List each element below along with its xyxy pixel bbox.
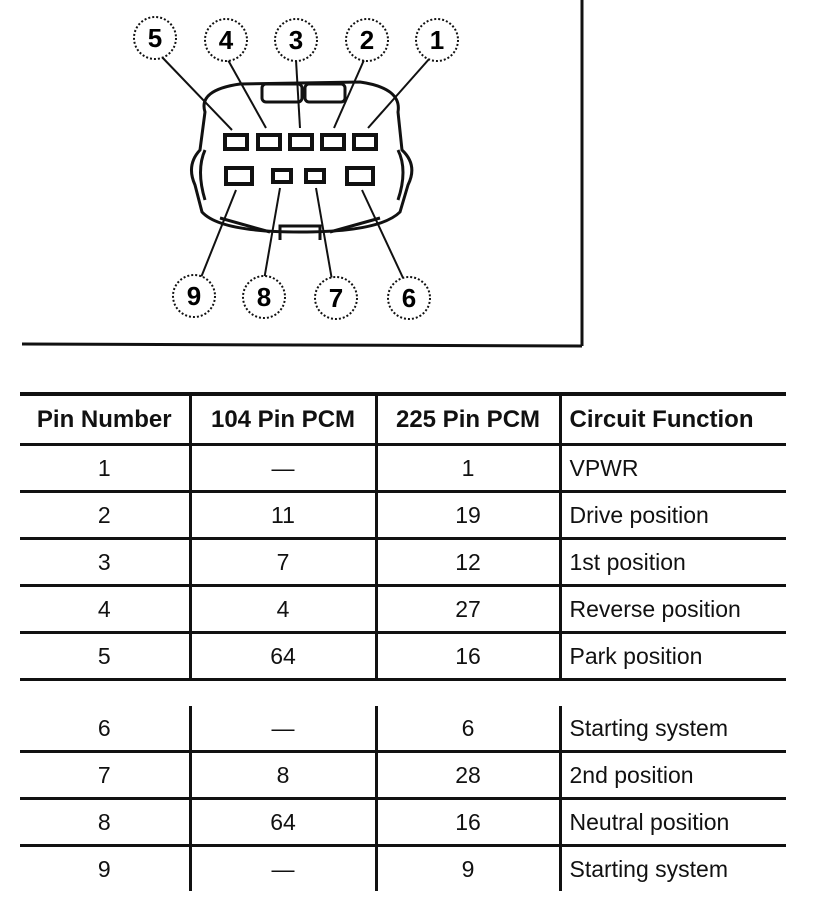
- cell-function: Starting system: [569, 855, 729, 882]
- table-row: 9 — 9 Starting system: [20, 845, 786, 891]
- cell-function: Neutral position: [560, 798, 786, 847]
- cell-pin: 3: [20, 538, 192, 587]
- cell-104: 11: [190, 491, 378, 540]
- cell-104: —: [190, 444, 378, 493]
- table-row: 7 8 28 2nd position: [20, 751, 786, 800]
- cell-225: 27: [376, 585, 562, 634]
- pin-label: 2: [360, 25, 374, 55]
- cell-225: 16: [376, 632, 562, 681]
- pin-callout-3: 3: [274, 18, 318, 62]
- pin-callout-8: 8: [242, 275, 286, 319]
- leader-lines: [159, 54, 431, 281]
- cell-104: 64: [190, 632, 378, 681]
- pin-callout-2: 2: [345, 18, 389, 62]
- cell-function: Park position: [560, 632, 786, 681]
- cell-pin: 9: [20, 845, 192, 891]
- cell-104: 4: [190, 585, 378, 634]
- cell-pin: 6: [20, 706, 192, 753]
- table-row: 8 64 16 Neutral position: [20, 798, 786, 847]
- pin-label: 8: [257, 282, 271, 312]
- cell-function: 1st position: [560, 538, 786, 587]
- connector-diagram: 5 4 3 2 1 9 8 7: [21, 0, 584, 348]
- cell-225: 1: [376, 444, 562, 493]
- pin-callout-4: 4: [204, 18, 248, 62]
- cell-225: 28: [376, 751, 562, 800]
- pin-label: 5: [148, 23, 162, 53]
- pin-callout-5: 5: [133, 16, 177, 60]
- pin-label: 9: [187, 281, 201, 311]
- pin-callout-9: 9: [172, 274, 216, 318]
- pin-table-top: Pin Number 104 Pin PCM 225 Pin PCM Circu…: [20, 392, 786, 681]
- pin-label: 1: [430, 25, 444, 55]
- cell-pin: 5: [20, 632, 192, 681]
- pin-callout-6: 6: [387, 276, 431, 320]
- cell-pin: 7: [20, 751, 192, 800]
- cell-pin: 2: [20, 491, 192, 540]
- table-row: 6 — 6 Starting system: [20, 706, 786, 753]
- table-row: 4 4 27 Reverse position: [20, 585, 786, 634]
- pin-callout-1: 1: [415, 18, 459, 62]
- cell-function: VPWR: [560, 444, 786, 493]
- cell-104: 64: [190, 798, 378, 847]
- pin-table-bottom: 6 — 6 Starting system 7 8 28 2nd positio…: [20, 706, 786, 891]
- cell-225: 9: [376, 845, 562, 891]
- cell-pin: 4: [20, 585, 192, 634]
- pin-label: 6: [402, 283, 416, 313]
- pin-label: 7: [329, 283, 343, 313]
- cell-104: —: [190, 706, 378, 753]
- pin-label: 4: [219, 25, 234, 55]
- table-row: 1 — 1 VPWR: [20, 444, 786, 493]
- cell-pin: 1: [20, 444, 192, 493]
- terminal-slots: [223, 133, 378, 186]
- table-row: 3 7 12 1st position: [20, 538, 786, 587]
- table-row: 2 11 19 Drive position: [20, 491, 786, 540]
- cell-225: 19: [376, 491, 562, 540]
- connector-body: [189, 80, 414, 240]
- header-225-pin: 225 Pin PCM: [376, 394, 562, 446]
- cell-104: —: [190, 845, 378, 891]
- header-104-pin: 104 Pin PCM: [190, 394, 378, 446]
- table-row: 5 64 16 Park position: [20, 632, 786, 681]
- cell-225: 16: [376, 798, 562, 847]
- cell-104: 8: [190, 751, 378, 800]
- cell-pin: 8: [20, 798, 192, 847]
- cell-function: 2nd position: [560, 751, 786, 800]
- cell-225: 12: [376, 538, 562, 587]
- cell-225: 6: [376, 706, 562, 753]
- cell-function: Starting system: [560, 706, 786, 753]
- header-circuit-function: Circuit Function: [560, 394, 786, 446]
- header-pin-number: Pin Number: [20, 394, 192, 446]
- cell-function: Drive position: [560, 491, 786, 540]
- pin-callout-7: 7: [314, 276, 358, 320]
- cell-104: 7: [190, 538, 378, 587]
- cell-function: Reverse position: [560, 585, 786, 634]
- pin-label: 3: [289, 25, 303, 55]
- table-header-row: Pin Number 104 Pin PCM 225 Pin PCM Circu…: [20, 394, 786, 446]
